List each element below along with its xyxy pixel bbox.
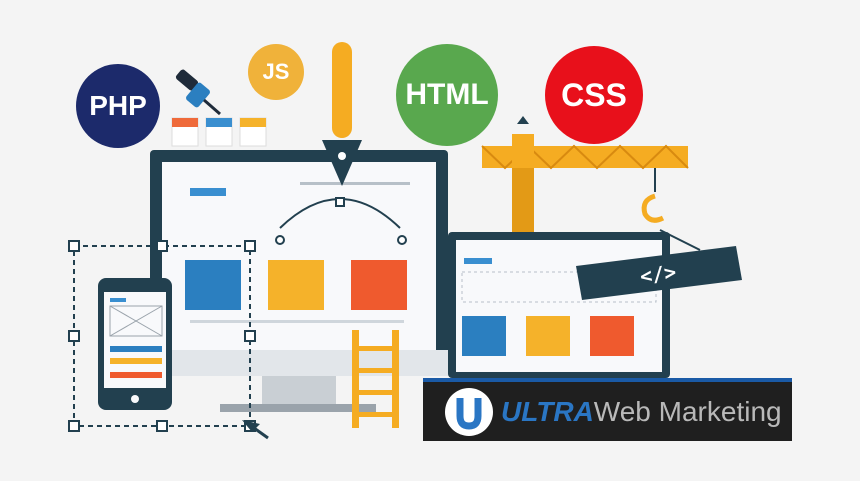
crane-icon — [481, 116, 689, 234]
brand-banner: ULTRAWeb Marketing — [423, 378, 792, 441]
js-badge: JS — [248, 44, 304, 100]
code-sign-icon — [576, 229, 742, 300]
html-label: HTML — [405, 78, 489, 111]
brand-web: Web — [593, 395, 651, 427]
brand-ultra: ULTRA — [501, 395, 594, 427]
ladder-icon — [352, 330, 399, 428]
brand-name: ULTRAWeb Marketing — [501, 396, 782, 428]
laptop-screen — [448, 232, 670, 378]
brand-marketing: Marketing — [650, 395, 782, 427]
desktop-monitor — [150, 150, 448, 412]
css-label: CSS — [561, 76, 627, 113]
paint-dropper-icon — [175, 69, 221, 116]
js-label: JS — [262, 59, 290, 84]
smartphone — [98, 278, 172, 410]
ultraweb-logo-icon — [445, 387, 493, 436]
php-badge: PHP — [76, 64, 160, 148]
css-badge: CSS — [545, 46, 643, 144]
html-badge: HTML — [396, 44, 498, 146]
pen-nib-icon — [322, 42, 362, 186]
paint-cans-icon — [171, 117, 267, 147]
cursor-arrow-icon — [242, 420, 269, 440]
code-tag-label: </> — [638, 259, 678, 289]
php-label: PHP — [89, 90, 147, 121]
